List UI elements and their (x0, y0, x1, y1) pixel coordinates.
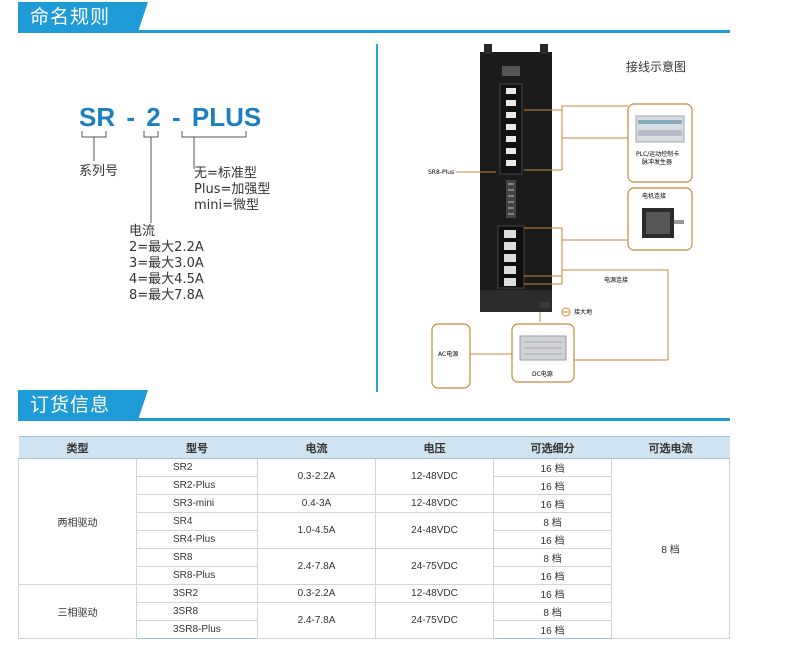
wiring-diagram: SR8-Plus PLC/运动控制卡 脉冲发生器 电机连接 电源连接 接大地 A… (428, 44, 693, 389)
subdivision-cell: 8 档 (493, 602, 612, 621)
table-header-row: 类型 型号 电流 电压 可选细分 可选电流 (18, 436, 730, 459)
voltage-cell: 12-48VDC (375, 584, 494, 603)
model-code: SR - 2 - PLUS (79, 102, 261, 133)
model-cell: SR3-mini (136, 494, 258, 513)
type-cell-three-phase: 三相驱动 (18, 584, 137, 639)
variant-line: Plus=加强型 (194, 182, 271, 197)
current-cell: 0.3-2.2A (257, 458, 376, 495)
subdivision-cell: 8 档 (493, 548, 612, 567)
current-line: 电流 (129, 224, 156, 239)
current-list: 电流 2=最大2.2A 3=最大3.0A 4=最大4.5A 8=最大7.8A (129, 224, 204, 304)
current-line: 2=最大2.2A (129, 240, 204, 255)
model-cell: SR2-Plus (136, 476, 258, 495)
motor-device: 电机连接 (627, 187, 693, 251)
motor-label: 电机连接 (642, 192, 666, 200)
naming-brackets (81, 131, 247, 223)
vertical-divider (376, 44, 378, 392)
model-cell: 3SR8 (136, 602, 258, 621)
header-voltage: 电压 (375, 436, 494, 459)
naming-section-bar (18, 30, 730, 33)
naming-section-title: 命名规则 (18, 2, 148, 32)
voltage-cell: 12-48VDC (375, 458, 494, 495)
subdivision-cell: 16 档 (493, 620, 612, 639)
voltage-cell: 12-48VDC (375, 494, 494, 513)
model-cell: SR2 (136, 458, 258, 477)
current-cell: 2.4-7.8A (257, 548, 376, 585)
dc-power-supply: DC电源 (511, 323, 575, 383)
ground-icon (561, 307, 571, 317)
header-optional-current: 可选电流 (611, 436, 730, 459)
header-subdivision: 可选细分 (493, 436, 612, 459)
model-cell: SR4-Plus (136, 530, 258, 549)
table-row: 3SR8-Plus 16 档 (19, 620, 730, 639)
ground-label: 接大地 (574, 308, 592, 316)
model-cell: 3SR8-Plus (136, 620, 258, 639)
variant-line: mini=微型 (194, 198, 260, 213)
type-cell-two-phase: 两相驱动 (18, 458, 137, 585)
voltage-cell: 24-48VDC (375, 512, 494, 549)
subdivision-cell: 16 档 (493, 476, 612, 495)
subdivision-cell: 8 档 (493, 512, 612, 531)
current-line: 3=最大3.0A (129, 256, 204, 271)
order-info-table: 类型 型号 电流 电压 可选细分 可选电流 两相驱动 SR2 0.3-2.2A … (18, 436, 730, 639)
table-row: SR8 2.4-7.8A 24-75VDC 8 档 (19, 548, 730, 585)
optional-current-cell: 8 档 (611, 458, 730, 639)
variant-line: 无=标准型 (194, 166, 257, 181)
driver-model-label: SR8-Plus (428, 169, 454, 176)
subdivision-cell: 16 档 (493, 584, 612, 603)
plc-label-line1: PLC/运动控制卡 (636, 150, 679, 158)
table-row: SR4 1.0-4.5A 24-48VDC 8 档 (19, 512, 730, 549)
model-part-series: SR (79, 102, 116, 132)
model-part-current: 2 (146, 102, 161, 132)
voltage-cell: 24-75VDC (375, 602, 494, 639)
current-line: 8=最大7.8A (129, 288, 204, 303)
subdivision-cell: 16 档 (493, 458, 612, 477)
model-cell: 3SR2 (136, 584, 258, 603)
current-cell: 0.4-3A (257, 494, 376, 513)
table-row: SR4-Plus 16 档 (19, 530, 730, 549)
current-cell: 2.4-7.8A (257, 602, 376, 639)
subdivision-cell: 16 档 (493, 530, 612, 549)
model-cell: SR8 (136, 548, 258, 567)
model-part-sep1: - (126, 102, 136, 132)
order-section-bar (18, 418, 730, 421)
series-label: 系列号 (79, 164, 119, 179)
model-cell: SR8-Plus (136, 566, 258, 585)
current-cell: 0.3-2.2A (257, 584, 376, 603)
current-line: 4=最大4.5A (129, 272, 204, 287)
plc-label-line2: 脉冲发生器 (642, 158, 672, 166)
variant-list: 无=标准型 Plus=加强型 mini=微型 (194, 166, 270, 214)
order-section-title: 订货信息 (18, 390, 148, 420)
diagram-title: 接线示意图 (626, 60, 687, 74)
subdivision-cell: 16 档 (493, 494, 612, 513)
plc-device: PLC/运动控制卡 脉冲发生器 (627, 103, 693, 183)
header-current: 电流 (257, 436, 376, 459)
subdivision-cell: 16 档 (493, 566, 612, 585)
model-cell: SR4 (136, 512, 258, 531)
model-part-sep2: - (171, 102, 181, 132)
dc-power-label: DC电源 (532, 370, 553, 378)
header-type: 类型 (18, 436, 137, 459)
model-part-variant: PLUS (191, 102, 262, 132)
ac-power-source: AC电源 (431, 323, 471, 389)
driver-unit (480, 44, 552, 312)
power-connection-label: 电源连接 (604, 276, 628, 284)
voltage-cell: 24-75VDC (375, 548, 494, 585)
table-row: SR2-Plus 16 档 (19, 476, 730, 495)
ac-power-label: AC电源 (438, 350, 458, 358)
table-row: 两相驱动 SR2 0.3-2.2A 12-48VDC 16 档 8 档 (18, 458, 730, 639)
header-model: 型号 (136, 436, 258, 459)
current-cell: 1.0-4.5A (257, 512, 376, 549)
